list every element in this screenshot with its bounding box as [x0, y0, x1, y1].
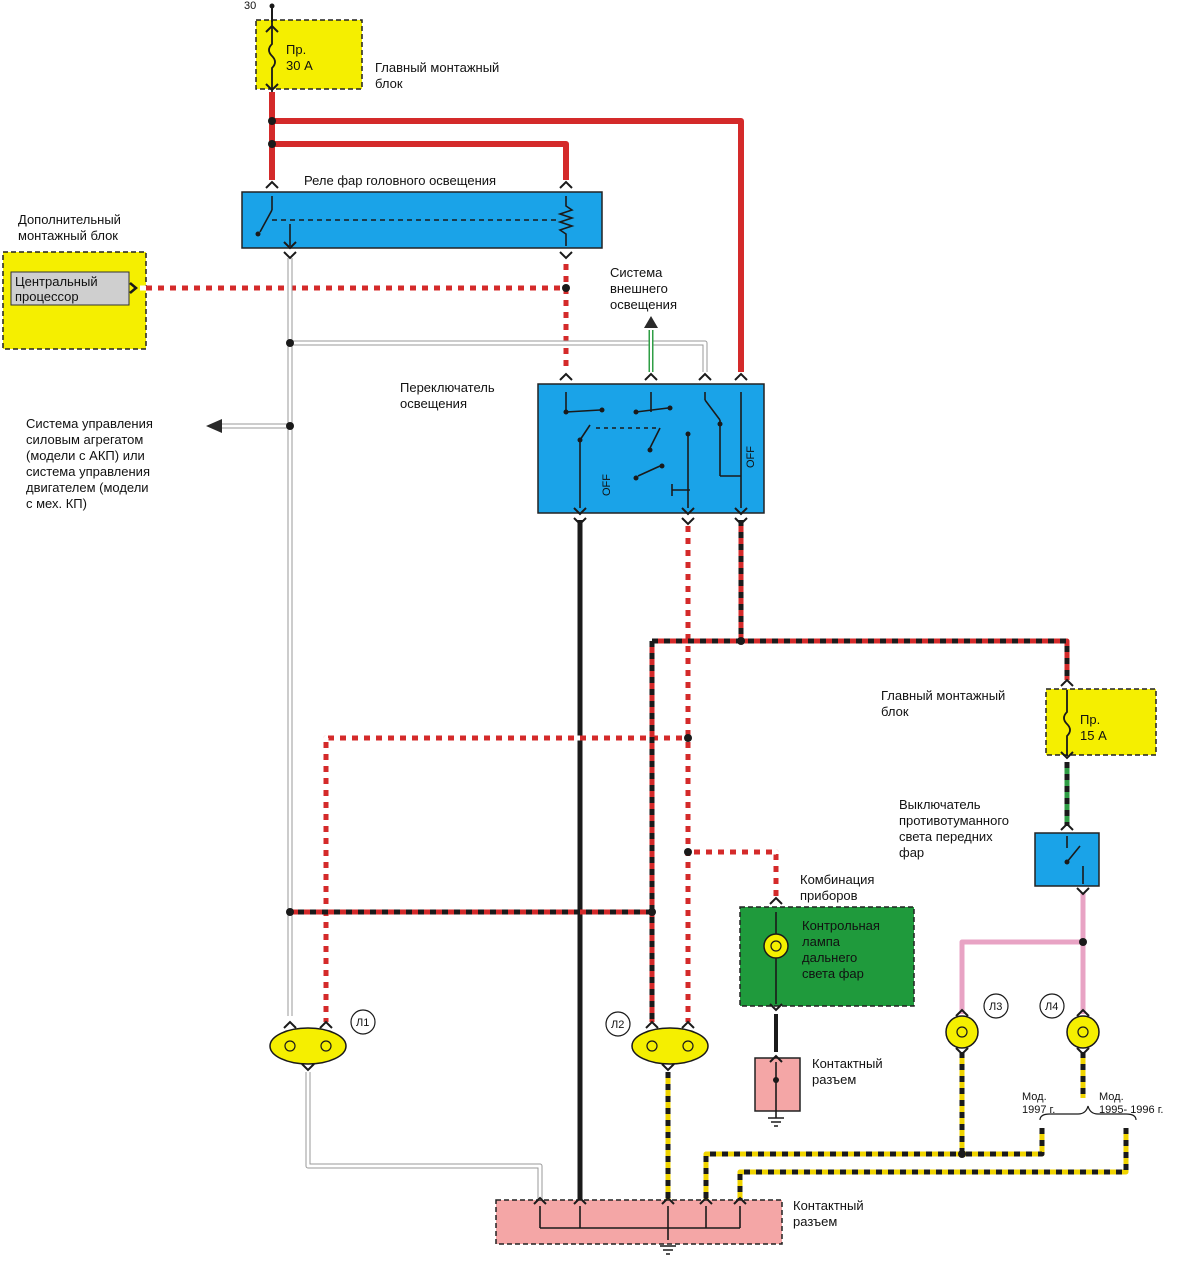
lamp-ref-l2-circle	[605, 1011, 631, 1037]
wire-yb-1995-stripe	[737, 1128, 1129, 1200]
fuse-15a-line2: 15 А	[1080, 728, 1107, 743]
lamp-l3	[945, 1015, 979, 1049]
connector-small-line1: Контактный	[812, 1056, 883, 1071]
lamp-l1	[269, 1027, 347, 1065]
lamp-l2	[631, 1027, 709, 1065]
relay-internals	[259, 196, 575, 246]
wire-red-to-relay-coil	[272, 141, 569, 180]
wire-yb-l3-down-stripe	[703, 1052, 965, 1200]
exterior-lighting-line2: внешнего	[610, 281, 668, 296]
headlight-relay-label: Реле фар головного освещения	[304, 173, 496, 188]
cluster-line1: Комбинация	[800, 872, 874, 887]
wire-white-l1-to-ground-inner	[306, 1072, 542, 1200]
lamp-l4	[1066, 1015, 1100, 1049]
wire-white-to-switch	[290, 340, 708, 372]
wire-yb-1997	[962, 1128, 1045, 1157]
powertrain-line1: Система управления	[26, 416, 153, 431]
lamp-ref-l2: Л2	[611, 1019, 624, 1031]
main-block-top-line2: блок	[375, 76, 403, 91]
fog-switch-line1: Выключатель	[899, 797, 981, 812]
lamp-ref-l4: Л4	[1045, 1001, 1058, 1013]
model-1995-line1: Мод.	[1099, 1091, 1124, 1103]
connector-small-line2: разъем	[812, 1072, 856, 1087]
wires	[140, 6, 1129, 1200]
aux-block-line2: монтажный блок	[18, 228, 118, 243]
bottom-connector-block	[495, 1199, 783, 1245]
headlight-relay-block	[241, 191, 603, 249]
lamp-ref-l4-circle	[1039, 993, 1065, 1019]
cpu-block	[10, 271, 130, 306]
lamp-ref-l3: Л3	[989, 1001, 1002, 1013]
junction-dots	[268, 3, 1087, 1158]
cluster-line2: приборов	[800, 888, 858, 903]
wire-rw-to-cluster	[688, 849, 779, 896]
powertrain-line2: силовым агрегатом	[26, 432, 143, 447]
wire-rw-to-l1	[323, 735, 688, 1022]
lamp-ref-l3-circle	[983, 993, 1009, 1019]
wire-white-l1-to-ground	[305, 1072, 543, 1200]
cpu-line2: процессор	[15, 289, 79, 304]
switch-off-left: OFF	[601, 474, 613, 496]
high-beam-line1: Контрольная	[802, 918, 880, 933]
main-block-right-line1: Главный монтажный	[881, 688, 1005, 703]
ground-icon	[768, 1117, 784, 1127]
wire-yb-1997-stripe	[962, 1128, 1045, 1157]
wire-red-to-switch	[272, 118, 744, 372]
light-switch-internals	[565, 392, 742, 508]
fuse-30a-block	[255, 19, 363, 90]
high-beam-line3: дальнего	[802, 950, 857, 965]
lamp-ref-l1: Л1	[356, 1017, 369, 1029]
fog-switch-line3: света передних	[899, 829, 993, 844]
wire-rw-to-cluster-stripe	[688, 849, 779, 896]
exterior-lighting-line3: освещения	[610, 297, 677, 312]
fog-switch-internals	[1066, 836, 1084, 884]
model-1995-line2: 1995- 1996 г.	[1099, 1104, 1163, 1116]
fuse-30a-symbol	[268, 22, 276, 92]
bottom-connector-internals	[539, 1206, 741, 1240]
powertrain-line4: система управления	[26, 464, 150, 479]
high-beam-indicator-bulb-icon	[763, 933, 789, 959]
wire-rw-to-l1-stripe	[323, 735, 688, 1022]
lamp-ref-l1-circle	[350, 1009, 376, 1035]
cpu-line1: Центральный	[15, 274, 98, 289]
model-1997-line1: Мод.	[1022, 1091, 1047, 1103]
main-block-right-line2: блок	[881, 704, 909, 719]
wire-pink-to-l3	[959, 939, 1083, 1014]
wire-yb-1995	[737, 1128, 1129, 1200]
powertrain-line3: (модели с АКП) или	[26, 448, 145, 463]
powertrain-arrow-icon	[206, 419, 222, 433]
powertrain-line5: двигателем (модели	[26, 480, 149, 495]
fuse-15a-block	[1045, 688, 1157, 756]
fuse-15a-line1: Пр.	[1080, 712, 1100, 727]
powertrain-line6: с мех. КП)	[26, 496, 87, 511]
cpu-output-chevron	[129, 282, 138, 294]
connector-bottom-line2: разъем	[793, 1214, 837, 1229]
bottom-ground-icon	[660, 1245, 676, 1255]
exterior-lighting-arrow-icon	[644, 316, 658, 328]
main-block-top-line1: Главный монтажный	[375, 60, 499, 75]
connector-bottom-line1: Контактный	[793, 1198, 864, 1213]
wire-white-to-switch-inner	[290, 341, 707, 372]
wire-rb-horizontal	[652, 638, 1070, 680]
model-1997-line2: 1997 г.	[1022, 1104, 1055, 1116]
exterior-lighting-line1: Система	[610, 265, 663, 280]
small-connector-block	[754, 1057, 801, 1112]
fog-switch-line2: противотуманного	[899, 813, 1009, 828]
aux-block-line1: Дополнительный	[18, 212, 121, 227]
fog-switch-line4: фар	[899, 845, 924, 860]
high-beam-line4: света фар	[802, 966, 864, 981]
connector-chevrons	[265, 24, 1090, 1205]
fuse-30a-line1: Пр.	[286, 42, 306, 57]
wire-rb-horizontal-stripe	[652, 638, 1070, 680]
fuse-30a-line2: 30 А	[286, 58, 313, 73]
fuse-15a-symbol	[1063, 690, 1071, 756]
supply-terminal-label: 30	[244, 0, 256, 12]
light-switch-line1: Переключатель	[400, 380, 495, 395]
high-beam-line2: лампа	[802, 934, 841, 949]
model-bracket	[1039, 1105, 1137, 1121]
switch-off-right: OFF	[745, 446, 757, 468]
light-switch-line2: освещения	[400, 396, 467, 411]
